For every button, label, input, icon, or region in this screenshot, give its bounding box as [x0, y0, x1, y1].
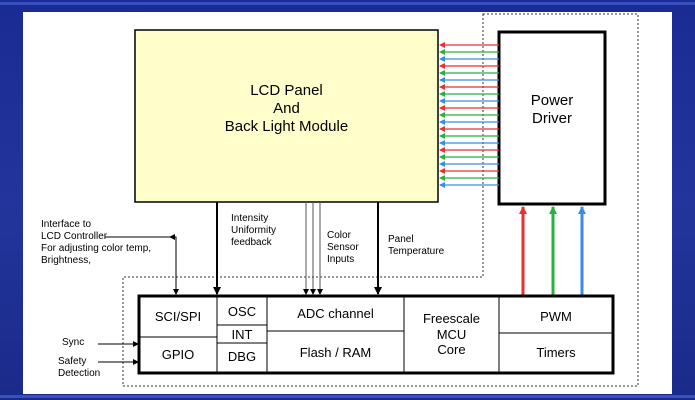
mcu-adc-channel: ADC channel	[297, 306, 374, 321]
lcd-panel-block	[134, 29, 439, 203]
color-sensor-annotation: Color Sensor Inputs	[327, 230, 359, 265]
mcu-osc: OSC	[227, 304, 257, 319]
power-driver-block	[497, 30, 607, 206]
lcd-panel-label: LCD Panel And Back Light Module	[224, 82, 349, 135]
intensity-annotation: Intensity Uniformity feedback	[231, 213, 277, 248]
interface-annotation: Interface to LCD Controller For adjustin…	[41, 219, 152, 266]
mcu-gpio: GPIO	[161, 347, 195, 362]
power-to-lcd-arrows	[439, 42, 499, 188]
safety-annotation: Safety Detection	[58, 356, 101, 379]
mcu-core: Freescale MCU Core	[422, 311, 481, 358]
panel-temp-annotation: Panel Temperature	[388, 234, 445, 257]
slide-top-stripe	[0, 2, 695, 5]
mcu-int: INT	[231, 327, 253, 342]
mcu-pwm: PWM	[540, 309, 572, 324]
mcu-dbg: DBG	[227, 349, 257, 364]
mcu-flash-ram: Flash / RAM	[299, 345, 372, 360]
power-driver-label: Power Driver	[530, 92, 574, 127]
slide-bottom-stripe	[0, 395, 695, 398]
mcu-grid-lines	[139, 296, 613, 373]
mcu-timers: Timers	[536, 345, 576, 360]
sync-annotation: Sync	[62, 337, 85, 348]
system-boundary-dashed	[122, 13, 639, 387]
mcu-sci-spi: SCI/SPI	[154, 309, 202, 324]
mcu-block	[137, 294, 615, 375]
